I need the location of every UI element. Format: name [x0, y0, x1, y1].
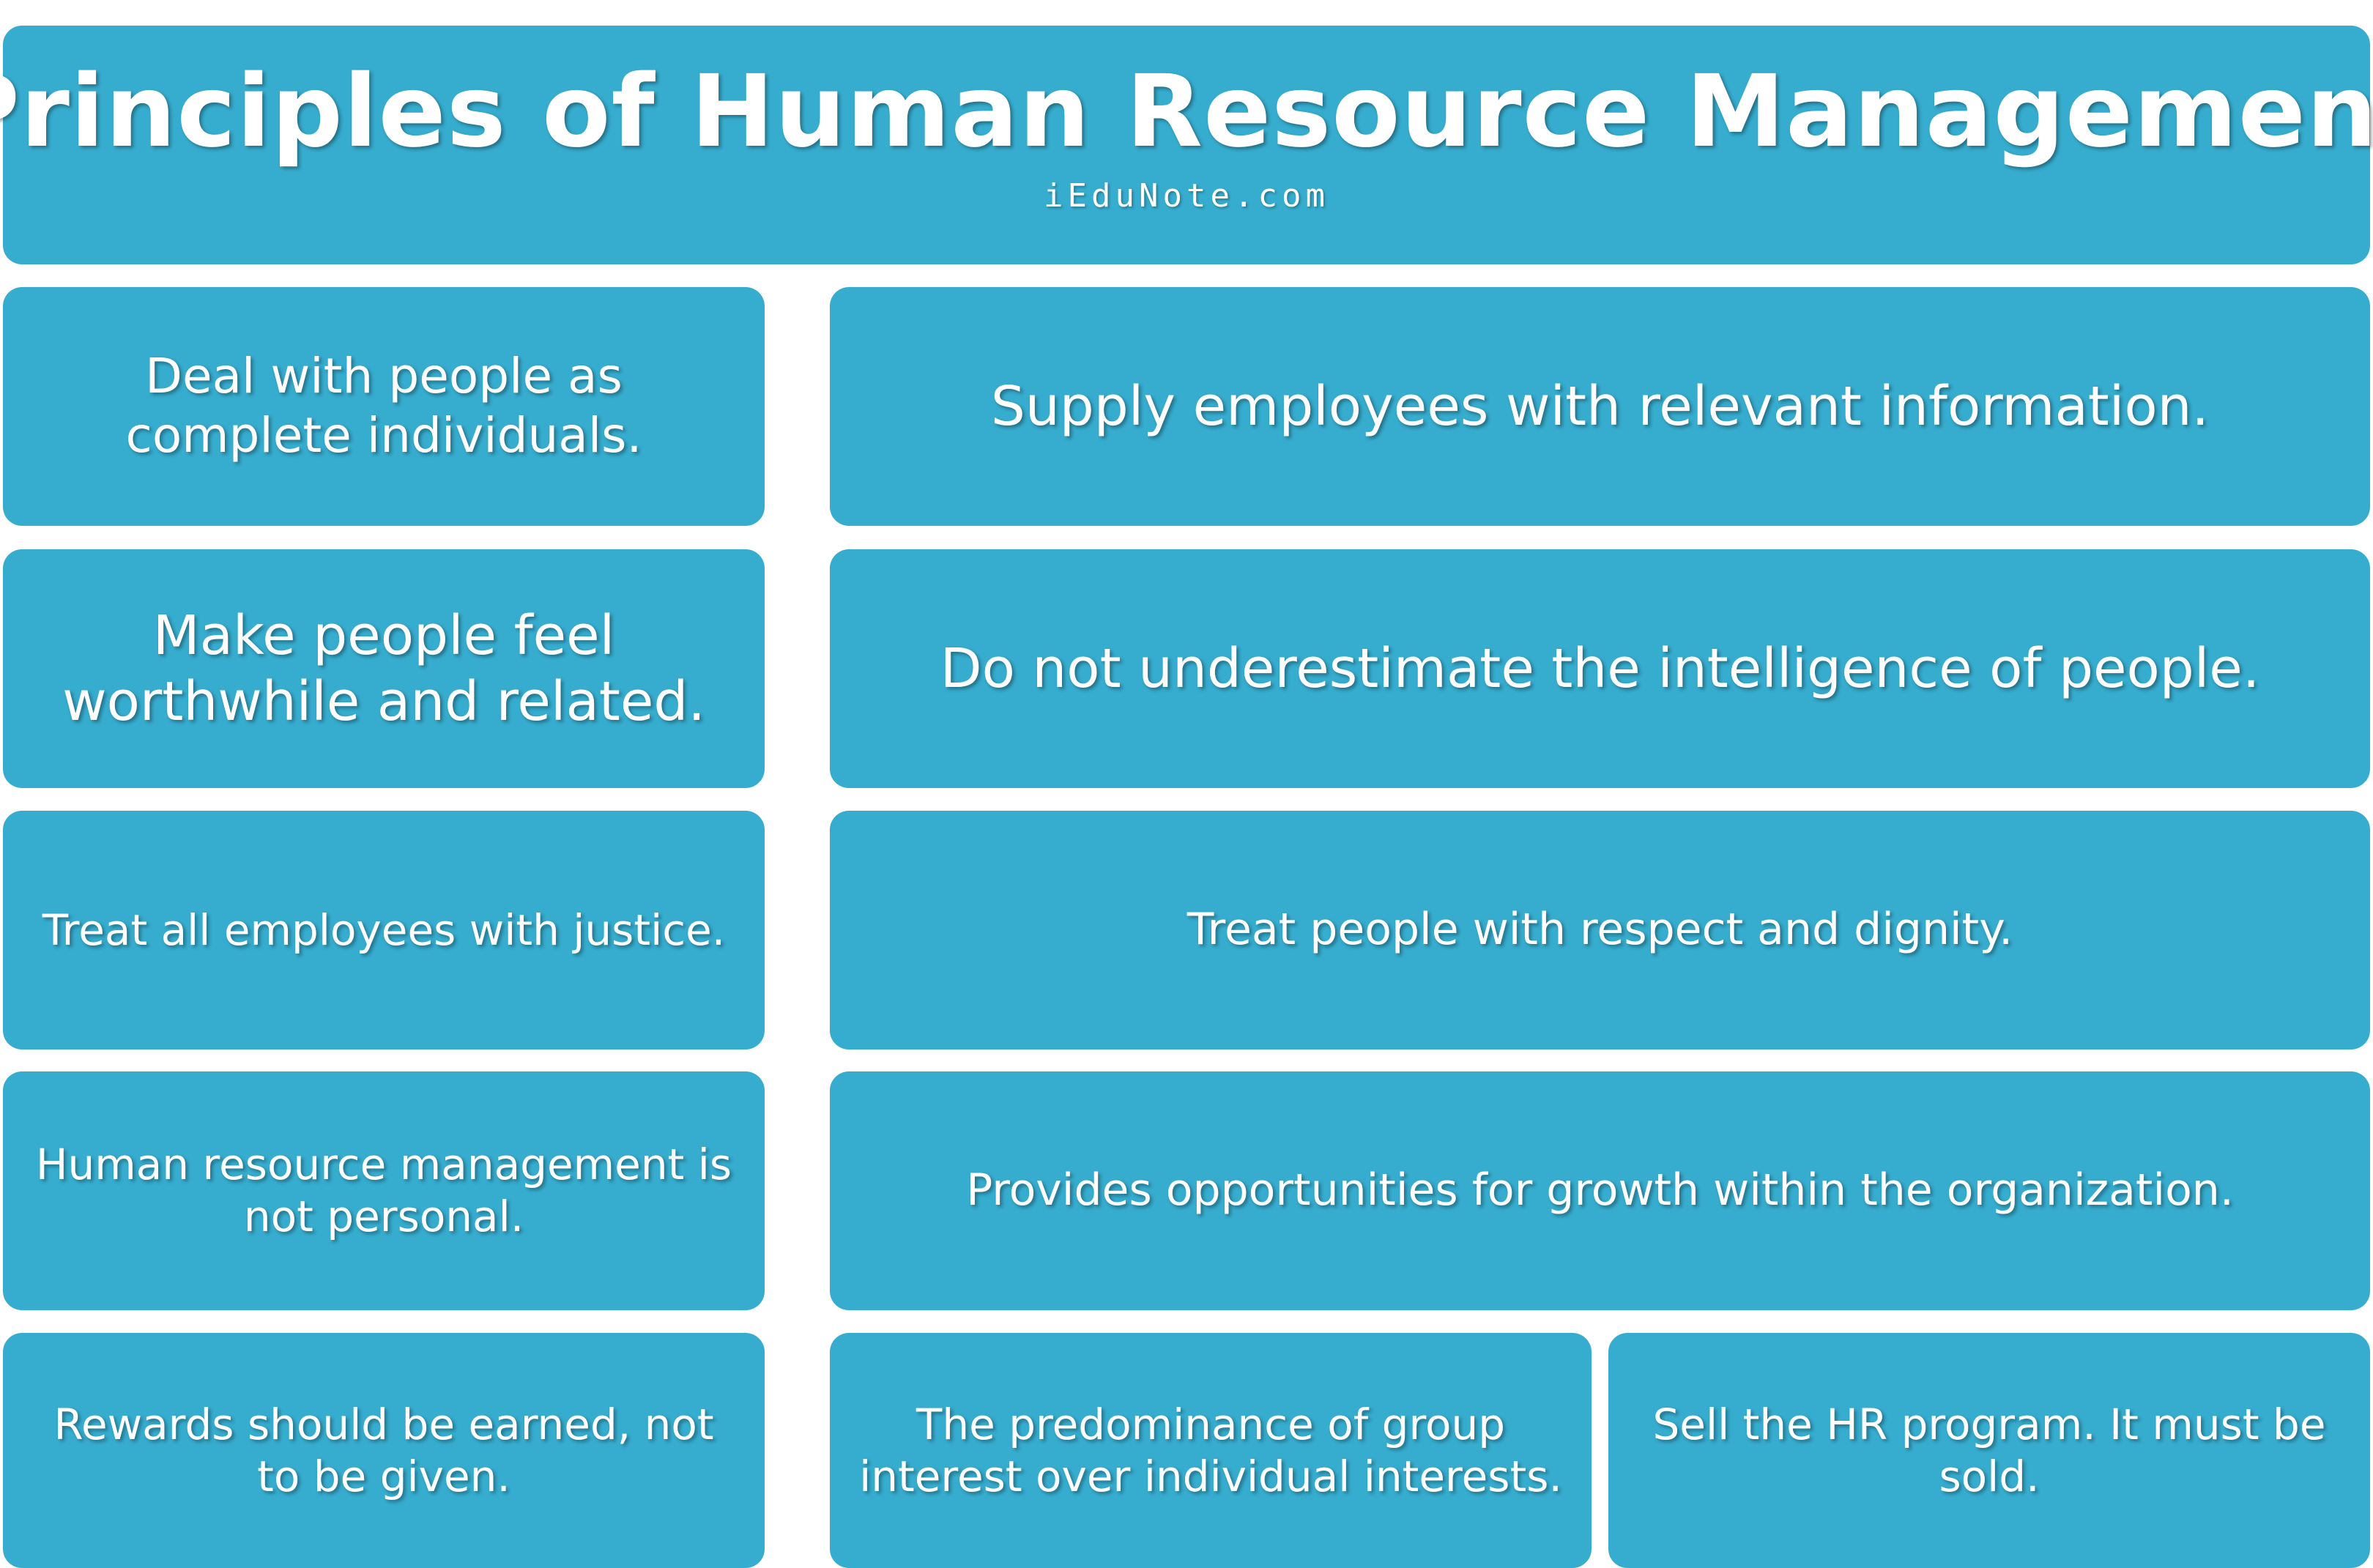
principle-not-personal: Human resource management is not persona… [3, 1071, 765, 1310]
principle-group-interest: The predominance of group interest over … [830, 1333, 1592, 1568]
principle-respect-dignity: Treat people with respect and dignity. [830, 811, 2370, 1049]
principle-text: Human resource management is not persona… [35, 1140, 732, 1241]
principle-feel-worthwhile: Make people feel worthwhile and related. [3, 549, 765, 788]
principle-text: Supply employees with relevant informati… [990, 374, 2210, 438]
principle-text: Sell the HR program. It must be sold. [1652, 1399, 2326, 1501]
principle-rewards-earned: Rewards should be earned, not to be give… [3, 1333, 765, 1568]
principle-text: Provides opportunities for growth within… [966, 1164, 2234, 1216]
principle-intelligence: Do not underestimate the intelligence of… [830, 549, 2370, 788]
principle-deal-with-people: Deal with people as complete individuals… [3, 287, 765, 526]
principle-growth-opportunities: Provides opportunities for growth within… [830, 1071, 2370, 1310]
principle-text: Do not underestimate the intelligence of… [940, 636, 2260, 700]
page-title: Principles of Human Resource Management [0, 54, 2373, 170]
principle-justice: Treat all employees with justice. [3, 811, 765, 1049]
principle-text: Treat all employees with justice. [42, 904, 726, 955]
header-banner: Principles of Human Resource Management … [0, 26, 2373, 264]
principle-supply-information: Supply employees with relevant informati… [830, 287, 2370, 526]
principle-text: Treat people with respect and dignity. [1186, 904, 2013, 956]
principle-text: Make people feel worthwhile and related. [62, 603, 705, 733]
principle-text: Deal with people as complete individuals… [125, 348, 642, 464]
principle-text: The predominance of group interest over … [859, 1399, 1562, 1501]
principle-text: Rewards should be earned, not to be give… [53, 1399, 714, 1501]
site-credit: iEduNote.com [1044, 177, 1329, 215]
principle-sell-hr-program: Sell the HR program. It must be sold. [1608, 1333, 2370, 1568]
